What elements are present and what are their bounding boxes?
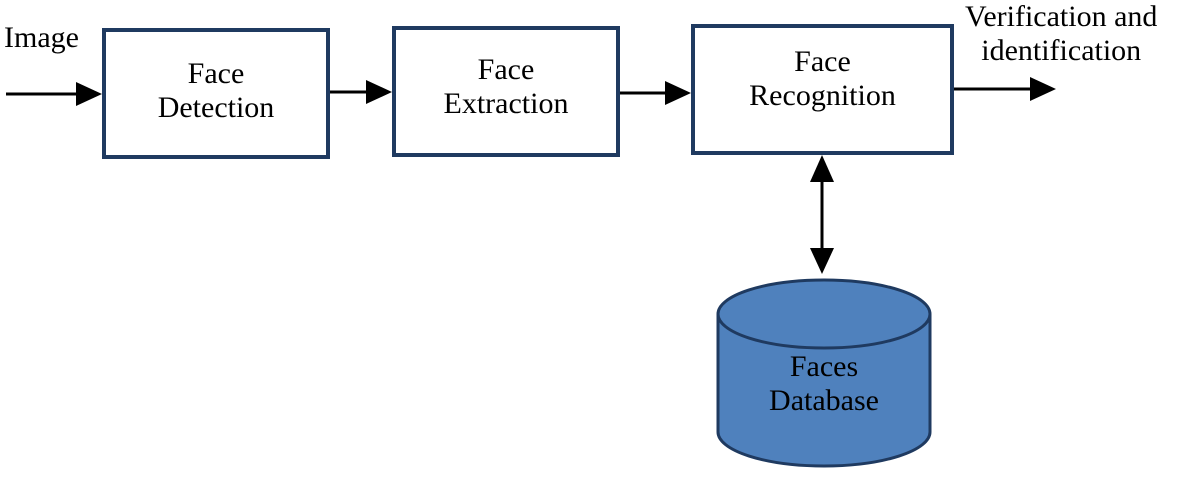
input-image-label: Image [4, 21, 79, 54]
faces-database-label: Faces Database [718, 350, 930, 418]
output-label-line1: Verification and [965, 0, 1158, 33]
output-label: Verification and identification [965, 0, 1157, 68]
arrow-extraction-to-recognition [620, 81, 691, 105]
face-recognition-box: Face Recognition [691, 24, 954, 155]
output-label-line2: identification [981, 34, 1142, 67]
arrow-recognition-database-bidirectional [810, 155, 834, 274]
face-recognition-line1: Face [794, 45, 851, 78]
arrow-image-to-detection [6, 82, 102, 106]
face-detection-line1: Face [187, 57, 245, 90]
face-recognition-line2: Recognition [749, 79, 896, 112]
face-detection-box: Face Detection [102, 28, 330, 159]
face-detection-line2: Detection [157, 91, 275, 124]
face-extraction-line1: Face [477, 53, 535, 86]
arrow-detection-to-extraction [330, 80, 392, 104]
faces-database-line1: Faces [789, 350, 859, 383]
face-extraction-box: Face Extraction [392, 26, 620, 157]
arrow-recognition-to-output [954, 77, 1056, 101]
faces-database-line2: Database [769, 384, 879, 417]
face-extraction-line2: Extraction [443, 87, 569, 120]
database-cylinder-icon [716, 278, 932, 468]
